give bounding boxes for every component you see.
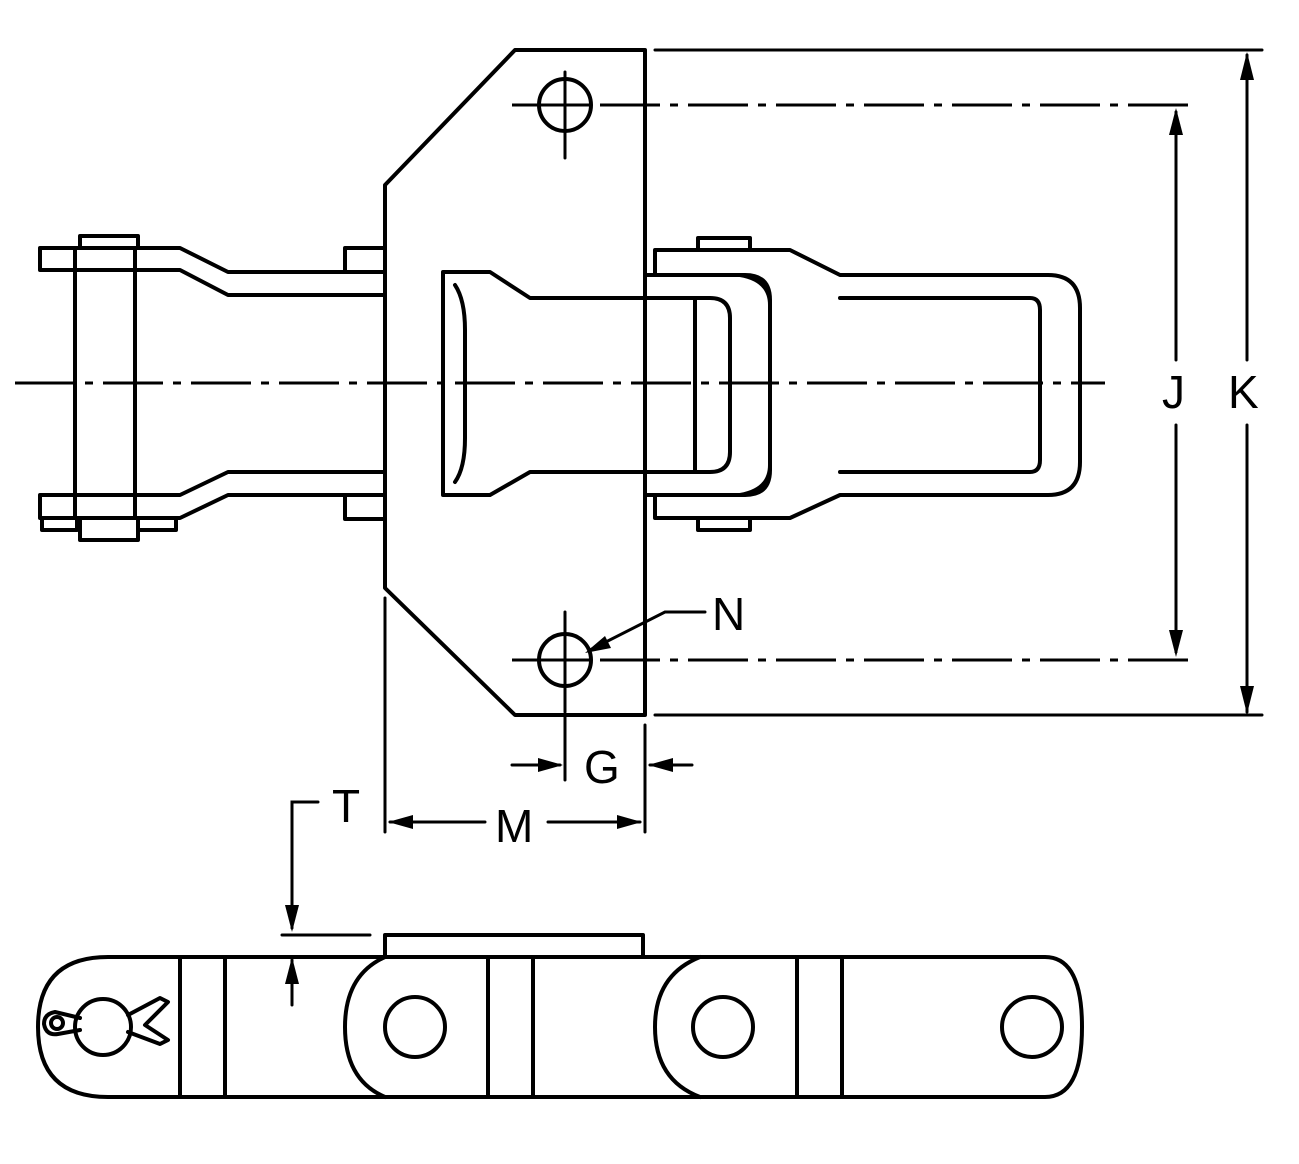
side-view bbox=[36, 933, 1084, 1099]
label-N: N bbox=[712, 588, 745, 640]
right-chain-link bbox=[643, 236, 1082, 532]
cotter-pin bbox=[42, 996, 170, 1057]
dimension-T bbox=[280, 800, 372, 1007]
bolt-hole-top bbox=[537, 70, 593, 160]
label-M: M bbox=[495, 800, 533, 852]
label-T: T bbox=[332, 780, 360, 832]
pin-hole bbox=[1000, 995, 1064, 1059]
left-chain-link bbox=[38, 234, 387, 542]
pin-hole bbox=[383, 995, 447, 1059]
dimension-N-leader bbox=[585, 610, 707, 653]
label-K: K bbox=[1228, 366, 1259, 418]
top-view bbox=[15, 48, 1264, 717]
attachment-plate bbox=[383, 48, 647, 717]
pin-hole bbox=[691, 995, 755, 1059]
dimension-K bbox=[1240, 52, 1254, 714]
label-G: G bbox=[584, 741, 620, 793]
dimension-G bbox=[510, 713, 694, 834]
dimension-M bbox=[383, 596, 642, 834]
dimension-J bbox=[1169, 108, 1183, 657]
bolt-hole-bottom bbox=[537, 610, 593, 714]
label-J: J bbox=[1162, 366, 1185, 418]
attachment-side bbox=[383, 933, 645, 959]
